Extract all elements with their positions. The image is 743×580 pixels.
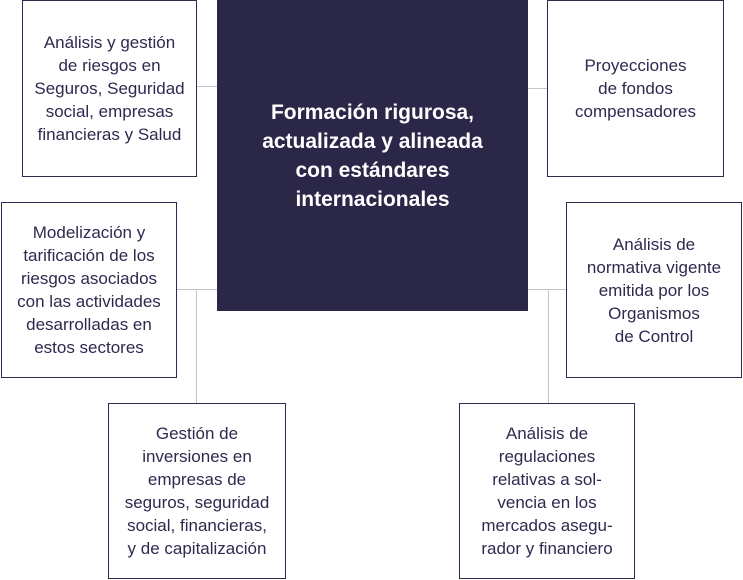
connector-right-vertical [548,289,549,404]
node-line: riesgos asociados [20,269,158,288]
connector-top-right [528,88,548,89]
node-line: relativas a sol- [492,470,602,489]
connector-left-vertical [196,289,197,404]
central-line: con estándares [295,158,450,182]
node-line: social, empresas [45,102,174,121]
connector-mid-right [528,289,567,290]
node-line: con las actividades [17,292,161,311]
node-line: Seguros, Seguridad [34,79,185,98]
node-line: vencia en los [497,493,597,512]
node-line: social, financieras, [127,516,267,535]
central-node: Formación rigurosa, actualizada y alinea… [217,0,528,311]
node-regulation-analysis: Análisis de normativa vigente emitida po… [566,202,742,378]
node-line: y de capitalización [127,539,267,558]
node-line: regulaciones [498,447,596,466]
node-risk-analysis: Análisis y gestión de riesgos en Seguros… [22,0,197,177]
node-solvency-regulations: Análisis de regulaciones relativas a sol… [459,403,635,579]
node-line: Análisis de [505,424,589,443]
node-line: normativa vigente [586,257,722,277]
central-line: internacionales [295,187,450,211]
node-line: Organismos [608,303,700,323]
node-line: emitida por los [598,280,710,300]
connector-top-left [196,86,217,87]
node-risk-modeling: Modelización y tarificación de los riesg… [1,202,177,378]
node-line: Análisis y gestión [43,33,176,52]
node-line: compensadores [575,102,696,121]
node-line: financieras y Salud [37,125,182,144]
node-line: inversiones en [142,447,252,466]
node-line: de fondos [598,79,673,98]
node-line: rador y financiero [481,539,613,558]
node-line: empresas de [147,470,247,489]
node-line: seguros, seguridad [124,493,270,512]
node-line: tarificación de los [23,246,155,265]
node-line: de Control [614,326,694,346]
node-line: de riesgos en [58,56,161,75]
node-line: Análisis de [612,234,696,254]
node-line: Proyecciones [584,56,687,75]
node-line: Gestión de [155,424,239,443]
central-line: Formación rigurosa, [270,100,475,124]
central-node-text: Formación rigurosa, actualizada y alinea… [262,98,483,214]
node-investment-management: Gestión de inversiones en empresas de se… [108,403,286,579]
node-line: estos sectores [34,338,144,357]
node-line: Modelización y [32,223,146,242]
node-line: mercados asegu- [481,516,613,535]
central-line: actualizada y alineada [262,129,483,153]
node-line: desarrolladas en [26,315,152,334]
node-fund-projections: Proyecciones de fondos compensadores [547,0,724,177]
